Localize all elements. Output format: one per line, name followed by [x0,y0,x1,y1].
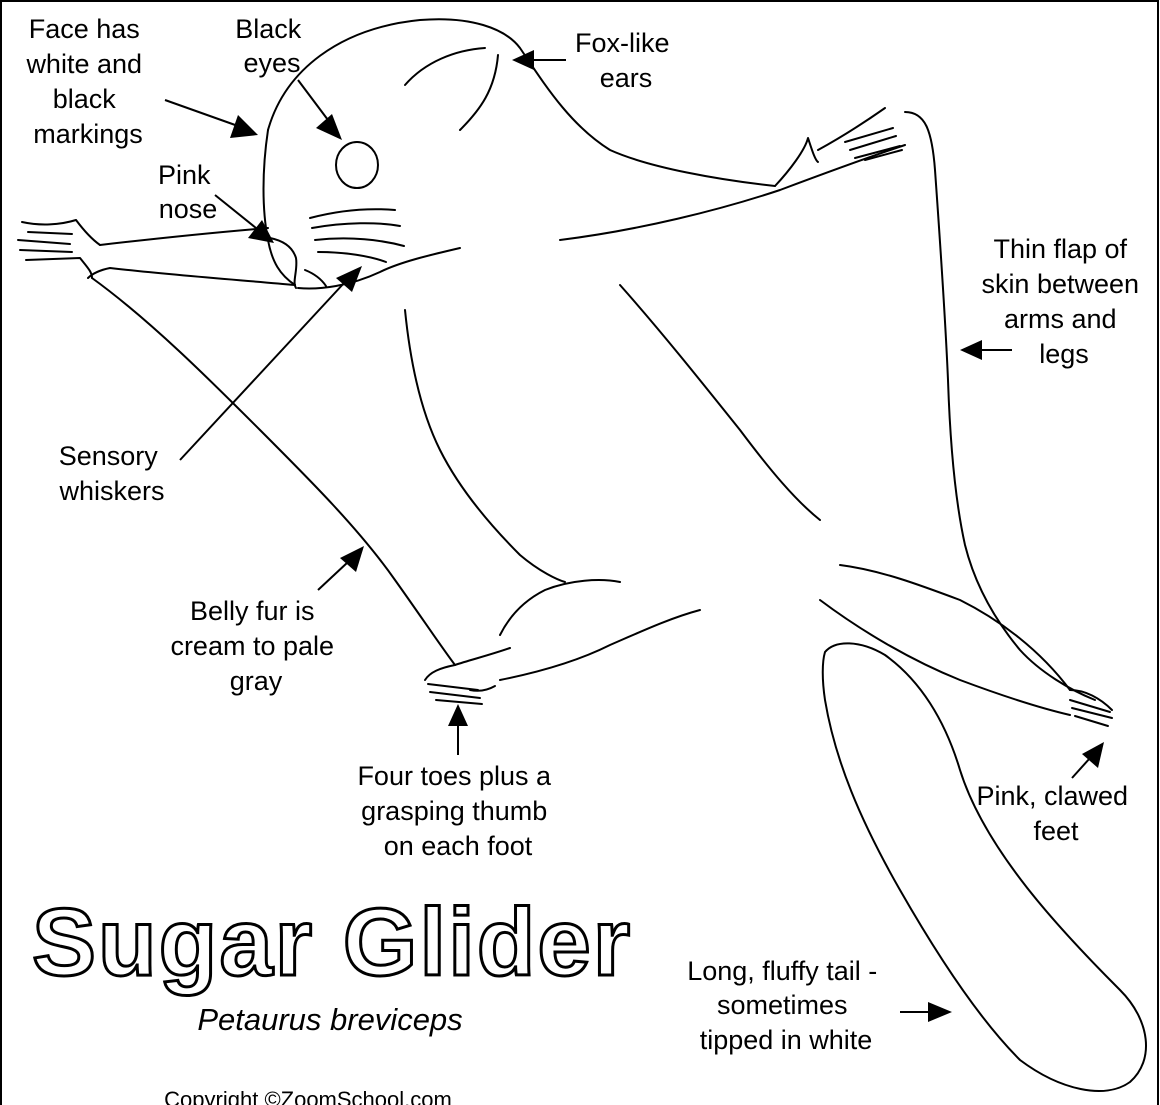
label-belly: Belly fur is cream to pale gray [170,596,341,696]
glider-ear-right [460,55,498,130]
diagram-title: Sugar Glider [32,889,632,996]
label-toes: Four toes plus a grasping thumb on each … [357,761,558,861]
label-whiskers: Sensory whiskers [58,441,165,506]
glider-back-leg-right [840,565,1070,690]
glider-body-right [620,285,820,520]
label-ears: Fox-like ears [575,28,677,93]
copyright-notice: Copyright ©ZoomSchool.com [164,1087,452,1105]
glider-right-foot [1070,690,1112,726]
glider-skin-flap-right [905,112,1095,700]
glider-right-hand [818,108,902,160]
label-face: Face has white and black markings [25,14,149,149]
glider-left-foot [425,665,495,704]
glider-left-arm-lower [88,268,295,285]
glider-left-arm-upper [100,228,268,245]
glider-snout [270,238,296,288]
glider-tail [823,643,1146,1091]
glider-back-leg-left [455,610,700,680]
glider-ear-left [405,48,485,85]
label-nose: Pink nose [158,160,218,224]
glider-face-left [264,130,296,285]
label-eyes: Black eyes [235,14,309,78]
glider-back-leg-right-lower [820,600,1070,715]
glider-head [268,19,775,186]
glider-belly [500,580,620,635]
glider-right-arm-lower [560,145,905,240]
scientific-name: Petaurus breviceps [197,1002,462,1037]
glider-left-hand [18,220,100,278]
label-feet: Pink, clawed feet [976,781,1135,846]
label-skin-flap: Thin flap of skin between arms and legs [981,234,1146,369]
glider-body-left [405,310,565,582]
glider-eye [336,142,378,188]
label-tail: Long, fluffy tail - sometimes tipped in … [687,956,885,1055]
